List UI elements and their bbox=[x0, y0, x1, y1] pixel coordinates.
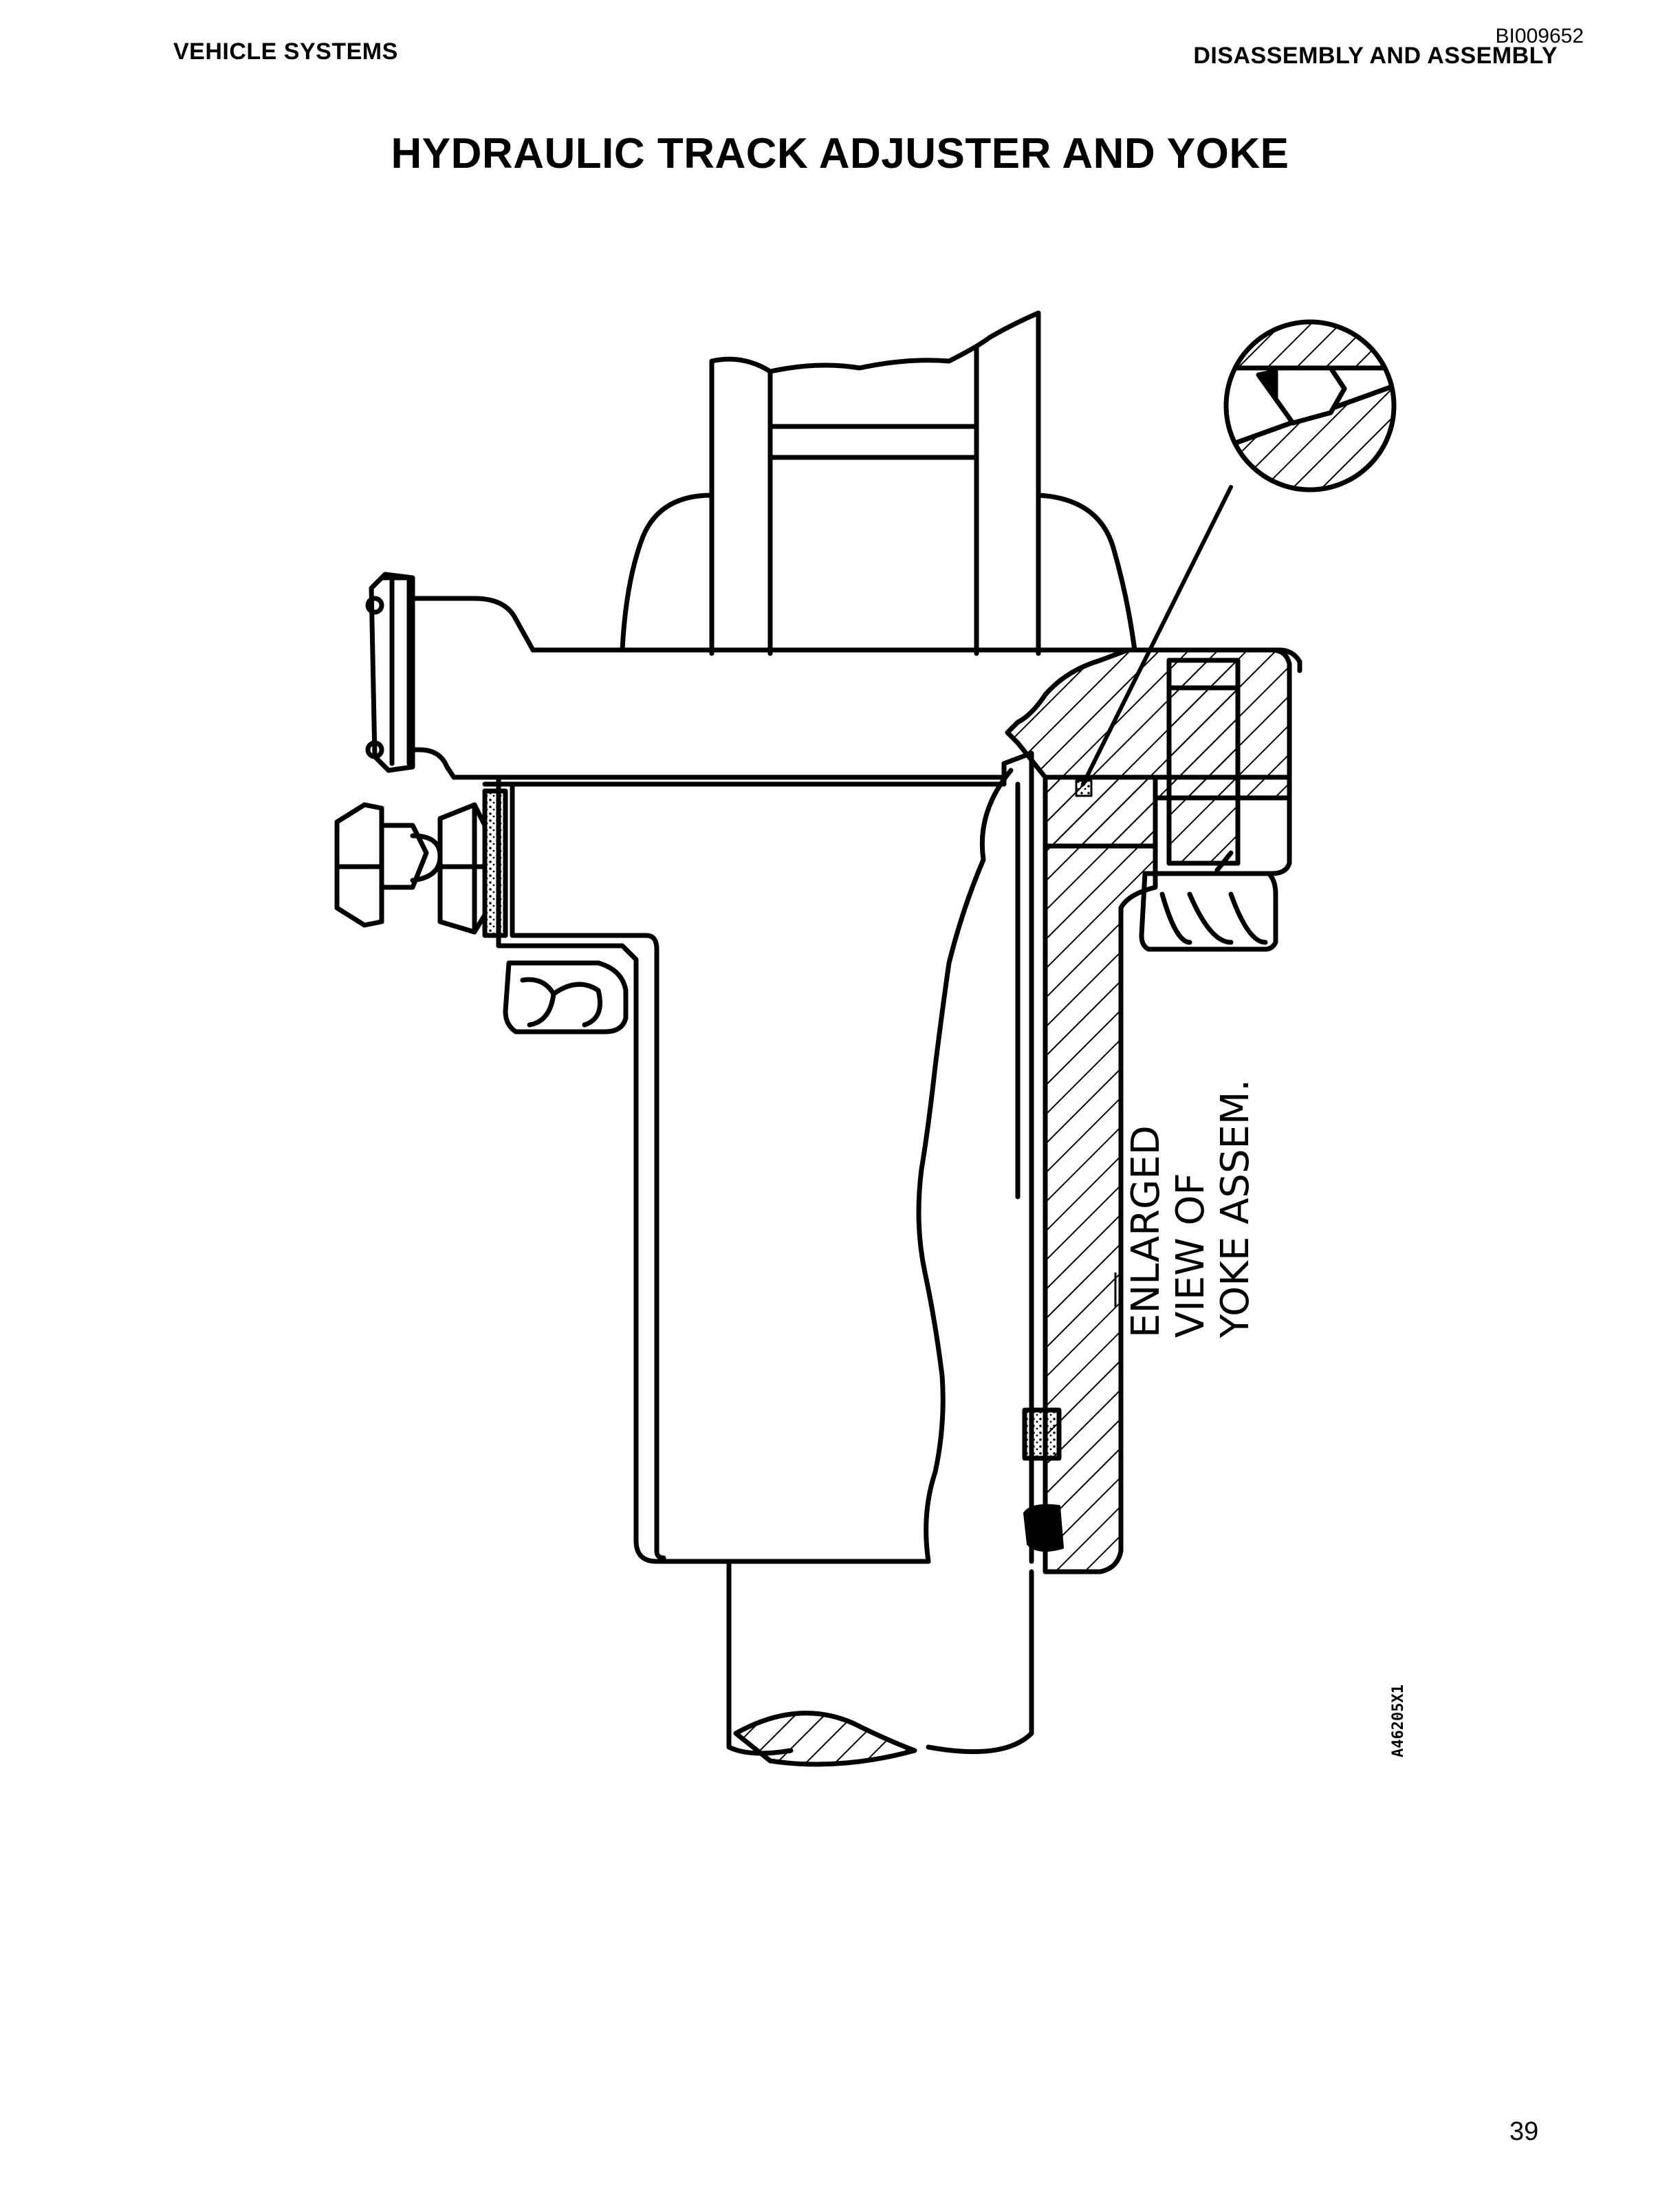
grease-valve bbox=[334, 572, 488, 935]
label-line-yoke-assem: YOKE ASSEM. bbox=[1213, 1079, 1258, 1339]
header-section-left: VEHICLE SYSTEMS bbox=[173, 39, 398, 65]
hex-nut-left bbox=[503, 960, 629, 1034]
frame-bracket bbox=[379, 310, 1302, 780]
seal-rings bbox=[482, 788, 1064, 1552]
label-line-view-of: VIEW OF bbox=[1168, 1173, 1213, 1338]
callout-label: ENLARGED VIEW OF YOKE ASSEM. bbox=[1124, 1079, 1258, 1339]
page-number: 39 bbox=[1509, 2117, 1539, 2146]
header-section-right: DISASSEMBLY AND ASSEMBLY bbox=[1193, 43, 1558, 69]
cylinder-body bbox=[482, 750, 1034, 1767]
yoke-block bbox=[1005, 647, 1292, 1574]
hex-nut-right bbox=[1139, 850, 1278, 952]
document-id: BI009652 bbox=[1495, 25, 1584, 47]
page-title: HYDRAULIC TRACK ADJUSTER AND YOKE bbox=[391, 130, 1289, 177]
figure-code: A46205X1 bbox=[1390, 1685, 1407, 1757]
label-line-enlarged: ENLARGED bbox=[1124, 1125, 1168, 1338]
